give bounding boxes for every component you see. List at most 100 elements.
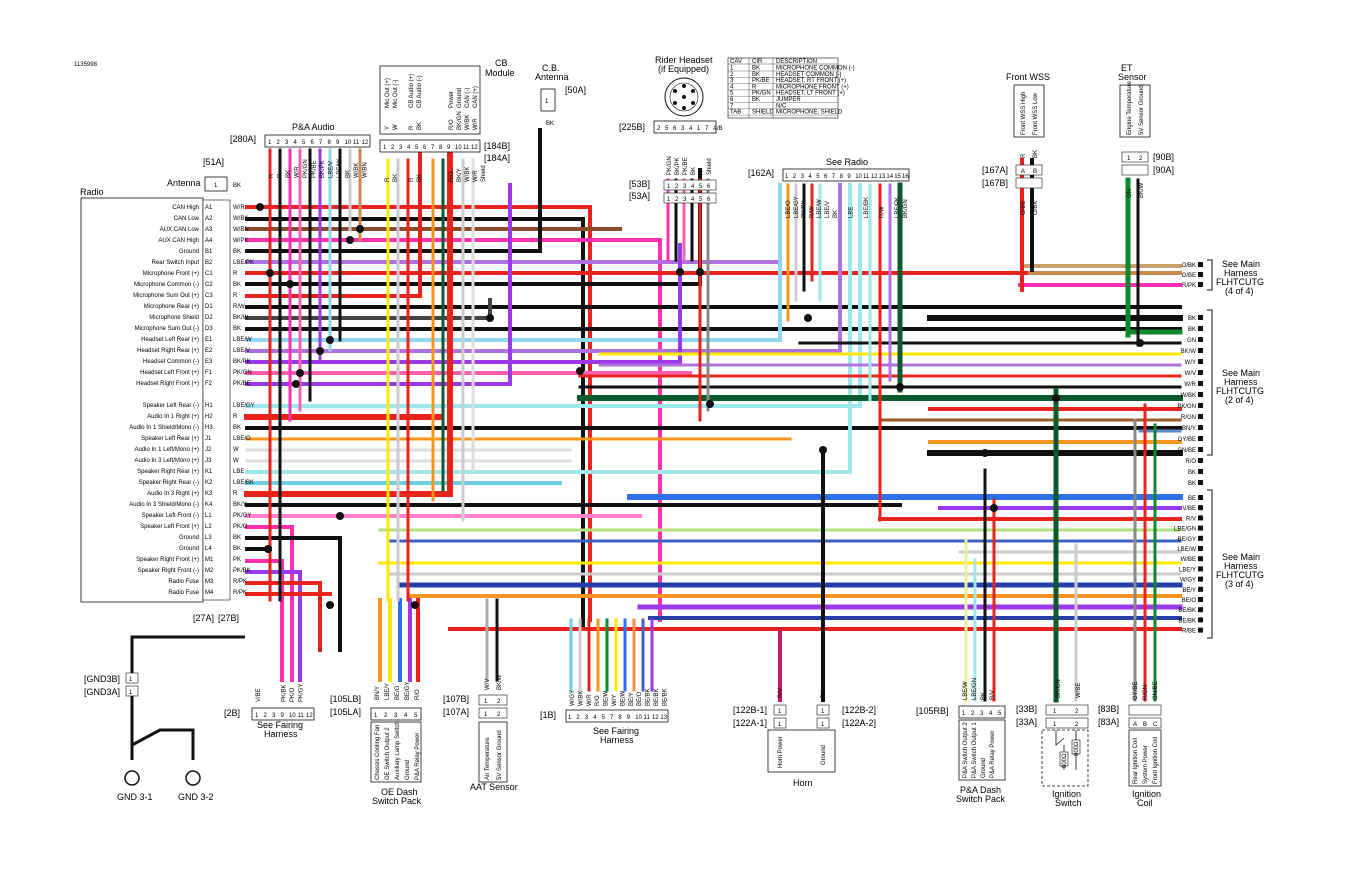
svg-text:Harness: Harness (264, 729, 298, 739)
svg-text:[33A]: [33A] (1016, 717, 1037, 727)
pin-terminal (1198, 515, 1203, 521)
f1b-pin: 13 (660, 715, 667, 721)
f1b-pin: 4 (593, 715, 597, 721)
headset-pin: 2 (657, 126, 661, 132)
cb-wire: W/R (473, 118, 479, 130)
mh-wire-label: BE/O (1182, 598, 1197, 604)
mh-wire-label: BK (1188, 316, 1196, 322)
svg-text:[107A]: [107A] (443, 707, 469, 717)
doc-number: 1135998 (74, 62, 98, 68)
radio-pin-name: Headset Left Front (+) (140, 370, 199, 376)
radio-pin-name: Microphone Sum Out (+) (133, 293, 199, 299)
svg-text:Switch: Switch (1055, 798, 1082, 808)
pad-function: P&A Switch Output 1 (972, 722, 978, 778)
svg-text:[83A]: [83A] (1098, 717, 1119, 727)
mh-wire-label: GN/BE (1177, 448, 1196, 454)
see-radio-pin: 11 (863, 174, 870, 180)
radio-pin-name: AUX CAN High (158, 238, 199, 244)
cb-antenna: C.B. Antenna 1 [50A] BK (535, 63, 586, 127)
radio-pin-id: C2 (205, 282, 213, 288)
svg-text:Engine Temperature: Engine Temperature (1127, 80, 1133, 135)
antenna-label: Antenna (167, 178, 201, 188)
see-radio-wire: LBE/GY (794, 196, 800, 218)
svg-text:C.B.: C.B. (542, 63, 560, 73)
f1b-pin: 10 (635, 715, 642, 721)
cb-wire: W (393, 124, 399, 130)
pin-terminal (1198, 597, 1203, 602)
radio-pin-id: B1 (205, 249, 213, 255)
headset53-pin: 2 (675, 184, 679, 190)
mh-wire-label: R/V (1186, 516, 1196, 522)
radio-pin-wire: R/PK (233, 590, 247, 596)
cb-pin: 10 (455, 145, 462, 151)
pin-terminal (1198, 480, 1203, 485)
cav-cell: R (752, 84, 757, 90)
oe-pin: 2 (384, 713, 388, 719)
pa-audio-wire: LBE/W (337, 159, 343, 178)
see-radio-pin: 12 (871, 174, 878, 180)
cb-wire: R (409, 125, 415, 130)
headset-pin: 5 (665, 126, 669, 132)
f2b-wire: PK/O (290, 687, 296, 702)
svg-text:(2 of 4): (2 of 4) (1225, 395, 1254, 405)
see-radio-wire: LBE (848, 207, 854, 218)
cb-conn-a: [184B] (484, 141, 510, 151)
mh-wire-label: O/BE (1182, 273, 1196, 279)
radio-pin-name: Audio In 1 Left/Mono (+) (134, 447, 199, 453)
f1b-wire: W/R (587, 694, 593, 706)
cav-cell: N/C (776, 103, 787, 109)
svg-text:[53A]: [53A] (629, 191, 650, 201)
cav-cell: BK (752, 72, 760, 78)
radio-pin-id: J1 (205, 436, 212, 442)
svg-text:[33B]: [33B] (1016, 704, 1037, 714)
pin-terminal (1198, 447, 1203, 452)
radio-pin-wire: BK/PK (233, 359, 251, 365)
pad-pin: 1 (962, 711, 966, 717)
svg-text:1: 1 (1127, 156, 1131, 162)
pad-function: P&A Switch Output 2 (963, 722, 969, 778)
headset-pin: A/B (713, 126, 723, 132)
radio-conn-27a: [27A] (193, 613, 214, 623)
svg-text:See Main: See Main (1222, 552, 1260, 562)
mh-wire-label: BK (1188, 470, 1196, 476)
cb-pin: 11 (463, 145, 470, 151)
radio-pin-wire: PK/GN (233, 370, 252, 376)
svg-text:[GND3A]: [GND3A] (84, 687, 120, 697)
headset53-pin: 1 (667, 197, 671, 203)
radio-pin-wire: LBE/W (233, 337, 252, 343)
pin-terminal (1198, 370, 1203, 375)
radio-pin-wire: BK (233, 282, 241, 288)
radio-pin-name: Radio Fuse (168, 590, 199, 596)
radio-pin-wire: PK/O (233, 524, 248, 530)
cav-cell: JUMPER (776, 97, 801, 103)
cb-function: CB Audio (-) (417, 75, 423, 108)
mh-wire-label: BE (1188, 496, 1196, 502)
f1b-wire: BE/W (620, 690, 626, 706)
see-radio-pin: 16 (902, 174, 909, 180)
see-radio-pin: 8 (840, 174, 844, 180)
see-radio-pin: 6 (824, 174, 828, 180)
oe-function: P&A Relay Power (415, 733, 421, 780)
mh-wire-label: R/PK (1182, 283, 1196, 289)
svg-text:[90A]: [90A] (1153, 165, 1174, 175)
radio-pin-id: J2 (205, 447, 212, 453)
radio-pin-name: Audio In 1 Shield/Mono (-) (129, 425, 199, 431)
radio-pin-name: Speaker Right Rear (+) (137, 469, 199, 475)
radio-pin-id: L1 (205, 513, 212, 519)
radio-pin-id: E2 (205, 348, 213, 354)
pa-audio-wire: LBE/V (329, 161, 335, 178)
f1b-pin: 3 (585, 715, 589, 721)
svg-text:Front WSS Low: Front WSS Low (1033, 92, 1039, 135)
svg-text:800Ω: 800Ω (1074, 741, 1080, 756)
radio-pin-wire: BK/W (233, 315, 249, 321)
radio-pin-name: Speaker Right Rear (-) (139, 480, 199, 486)
pin-terminal (1198, 262, 1203, 267)
svg-text:[107B]: [107B] (443, 694, 469, 704)
pad-wire: LBE/GN (972, 678, 978, 700)
radio-pin-name: Headset Common (-) (143, 359, 199, 365)
cb-pin: 3 (399, 145, 403, 151)
radio-pin-wire: PK/BE (233, 381, 251, 387)
cb-pin: 2 (391, 145, 395, 151)
